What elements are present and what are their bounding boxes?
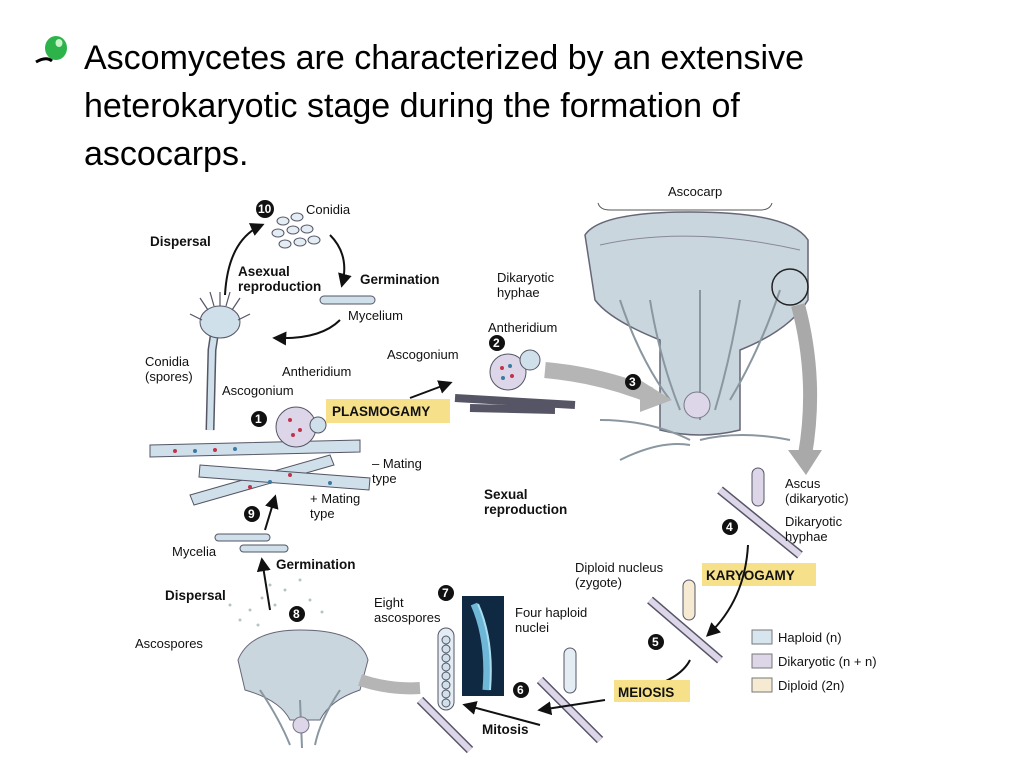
minus-mating-type-label: – Mating <box>372 456 422 471</box>
dikaryotic-hyphae-label: hyphae <box>497 285 540 300</box>
karyogamy-highlight <box>702 563 816 586</box>
ascospore-spray <box>228 578 324 627</box>
step-5-marker: 5 <box>648 634 664 650</box>
antheridium-mid-label: Antheridium <box>488 320 557 335</box>
meiosis-highlight <box>614 680 690 702</box>
svg-text:9: 9 <box>248 507 255 521</box>
dispersal-bottom-label: Dispersal <box>165 588 226 603</box>
legend-label: Diploid (2n) <box>778 678 844 693</box>
svg-text:5: 5 <box>652 635 659 649</box>
germination-top-label: Germination <box>360 272 440 287</box>
ascospores-label: Ascospores <box>135 636 203 651</box>
step-10-marker: 10 <box>256 200 274 218</box>
ascogonium-left-label: Ascogonium <box>222 383 294 398</box>
mycelium-label: Mycelium <box>348 308 403 323</box>
svg-text:6: 6 <box>517 683 524 697</box>
sexual-reproduction-label: Sexual <box>484 487 528 502</box>
bullet-line: heterokaryotic stage during the formatio… <box>84 87 740 125</box>
four-haploid-label: nuclei <box>515 620 549 635</box>
step-1-marker: 1 <box>251 411 267 427</box>
legend-label: Dikaryotic (n + n) <box>778 654 877 669</box>
step-3-marker: 3 <box>625 374 641 390</box>
ascus-label: (dikaryotic) <box>785 491 849 506</box>
ascogonium-mid-label: Ascogonium <box>387 347 459 362</box>
bullet-line: ascocarps. <box>84 135 249 173</box>
step-8-marker: 8 <box>289 606 305 622</box>
zoom-arrow <box>791 303 818 457</box>
asexual-label: Asexual <box>238 264 290 279</box>
svg-text:4: 4 <box>726 520 733 534</box>
step-7-marker: 7 <box>438 585 454 601</box>
plus-mating-type-label: + Mating <box>310 491 360 506</box>
step-markers: 1 2 3 4 5 6 7 8 9 10 <box>244 200 738 698</box>
svg-text:3: 3 <box>629 375 636 389</box>
conidia-cluster <box>271 212 321 249</box>
four-haploid-label: Four haploid <box>515 605 587 620</box>
legend-label: Haploid (n) <box>778 630 842 645</box>
conidia-spores-label: Conidia <box>145 354 190 369</box>
diploid-nucleus-label: Diploid nucleus <box>575 560 664 575</box>
svg-text:8: 8 <box>293 607 300 621</box>
sexual-reproduction-label: reproduction <box>484 502 567 517</box>
dikaryotic-right-label: Dikaryotic <box>785 514 843 529</box>
conidia-spores-label: (spores) <box>145 369 193 384</box>
svg-text:1: 1 <box>255 412 262 426</box>
legend-swatch-haploid <box>751 629 773 645</box>
dikaryotic-right-label: hyphae <box>785 529 828 544</box>
minus-mating-type-label: type <box>372 471 397 486</box>
conidia-label: Conidia <box>306 202 351 217</box>
legend-swatch-dikaryotic <box>751 653 773 669</box>
ascus-dikaryotic <box>717 467 803 559</box>
step-2-marker: 2 <box>489 335 505 351</box>
step-6-marker: 6 <box>513 682 529 698</box>
ascus-label: Ascus <box>785 476 821 491</box>
antheridium-left-label: Antheridium <box>282 364 351 379</box>
dispersal-top-label: Dispersal <box>150 234 211 249</box>
ascocarp-label: Ascocarp <box>668 184 722 199</box>
step-9-marker: 9 <box>244 506 260 522</box>
germination-bottom-label: Germination <box>276 557 356 572</box>
diploid-nucleus-label: (zygote) <box>575 575 622 590</box>
step-4-marker: 4 <box>722 519 738 535</box>
eight-ascospores-label: Eight <box>374 595 404 610</box>
legend: Haploid (n) Dikaryotic (n + n) Diploid (… <box>751 629 877 693</box>
plus-mating-type-label: type <box>310 506 335 521</box>
micrograph-ascospores <box>462 596 504 696</box>
bullet-line: Ascomycetes are characterized by an exte… <box>84 39 805 77</box>
conidiophore <box>189 291 251 431</box>
karyogamy-label: KARYOGAMY <box>706 568 795 583</box>
green-ball-bullet-icon <box>35 36 67 64</box>
plasmogamy-label: PLASMOGAMY <box>332 404 430 419</box>
legend-swatch-diploid <box>751 677 773 693</box>
ascocarp-illustration: Ascocarp <box>584 184 809 461</box>
plasmogamy-highlight <box>326 399 450 423</box>
small-ascocarp <box>237 629 369 749</box>
meiosis-label: MEIOSIS <box>618 685 674 700</box>
mycelia-label: Mycelia <box>172 544 217 559</box>
svg-text:2: 2 <box>493 336 500 350</box>
svg-text:10: 10 <box>258 202 272 216</box>
svg-text:7: 7 <box>442 586 449 600</box>
mitosis-label: Mitosis <box>482 722 529 737</box>
dikaryotic-hyphae-label: Dikaryotic <box>497 270 555 285</box>
slide-bullet-text: Ascomycetes are characterized by an exte… <box>84 34 984 178</box>
eight-ascospores-label: ascospores <box>374 610 441 625</box>
asexual-label: reproduction <box>238 279 321 294</box>
